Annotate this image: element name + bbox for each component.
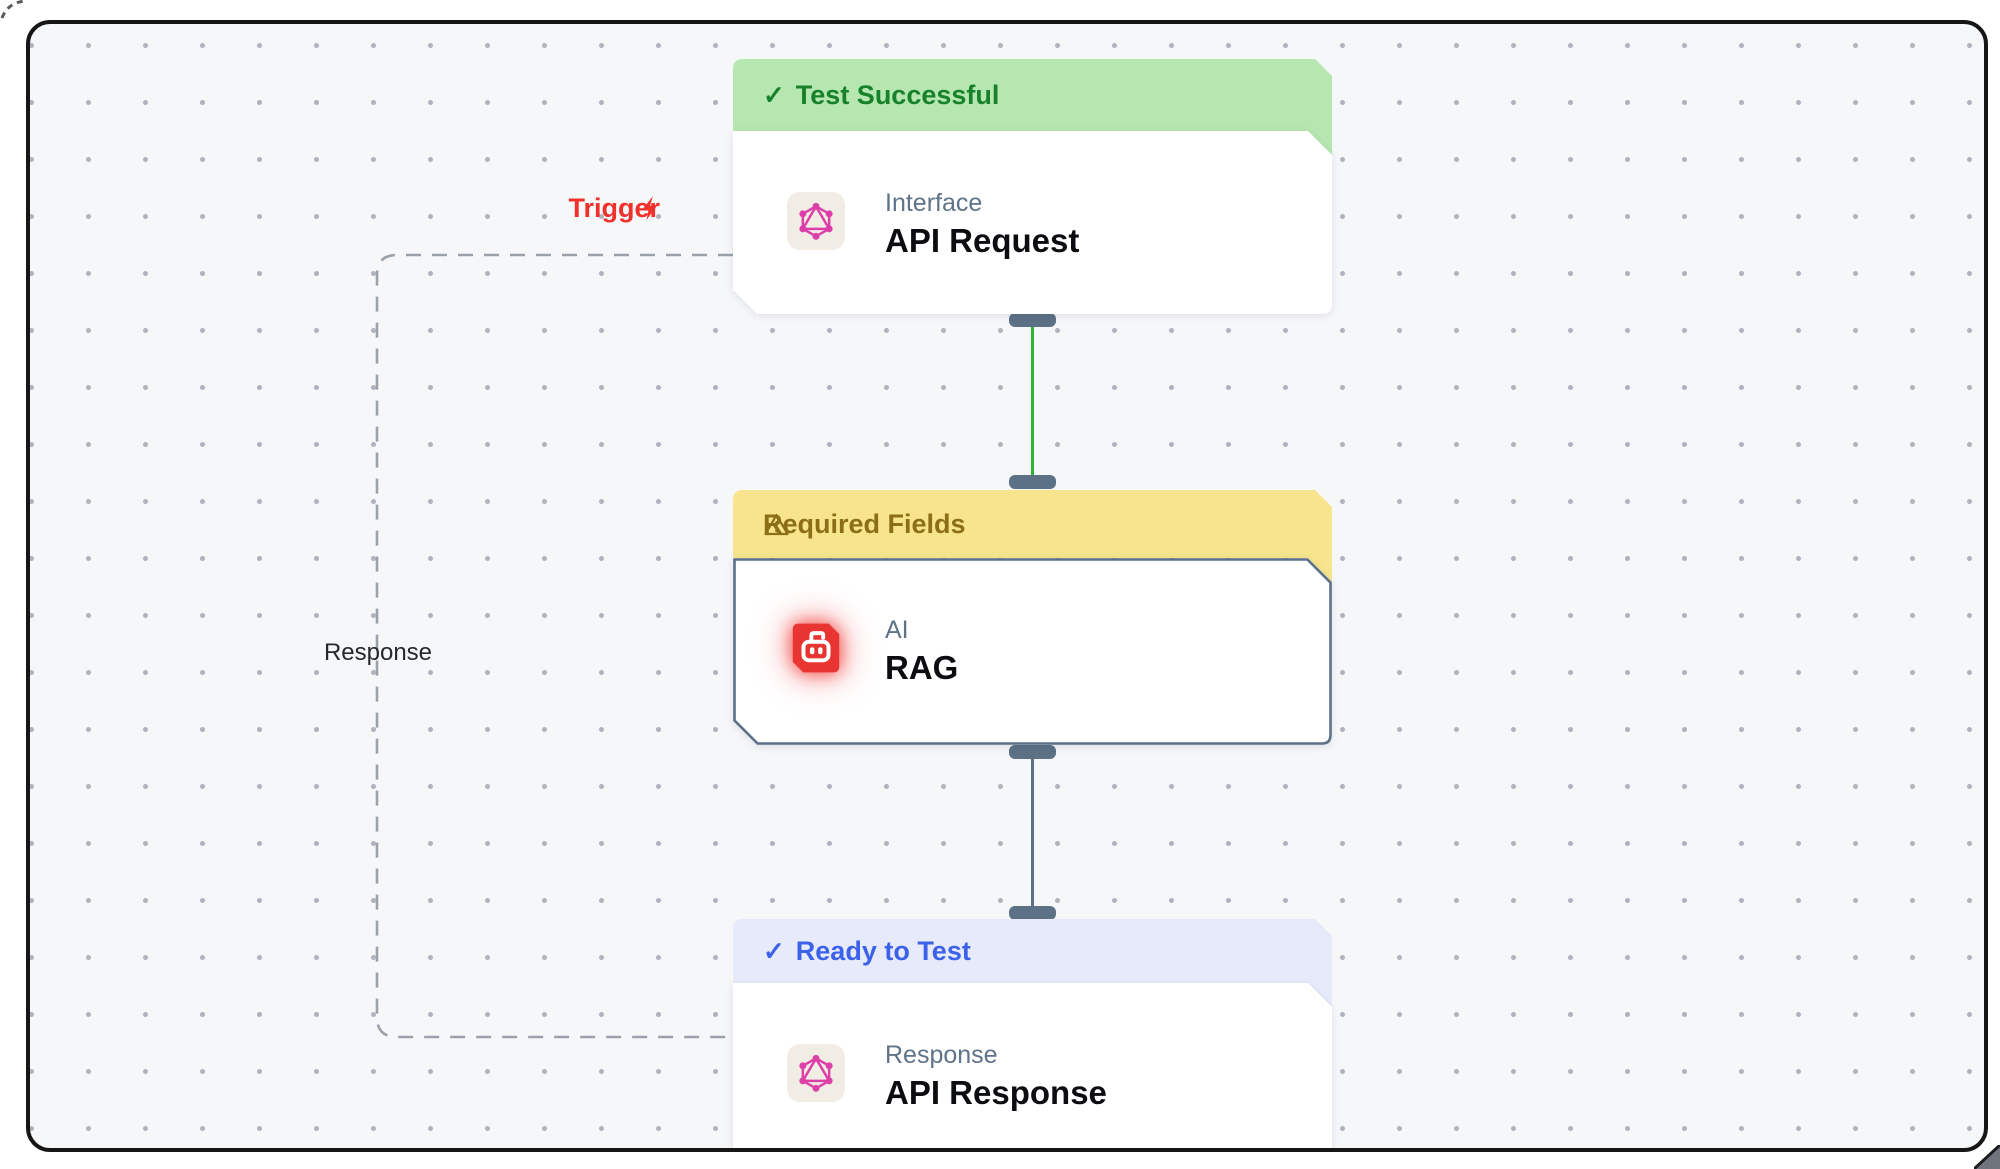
input-handle-api-response[interactable]: [1009, 906, 1056, 920]
check-icon: ✓: [763, 80, 785, 110]
node-type-label: Response: [885, 1041, 998, 1069]
robot-icon: [792, 623, 840, 673]
status-text: Test Successful: [795, 79, 1000, 110]
output-handle-rag[interactable]: [1009, 745, 1056, 759]
node-card-shape: [733, 983, 1332, 1148]
screen-corner-artifact: [1974, 1145, 2000, 1169]
node-title: RAG: [885, 649, 959, 686]
graphql-icon: [799, 202, 833, 240]
response-edge-label: Response: [298, 637, 458, 669]
node-api-request[interactable]: Interface API Request: [733, 131, 1332, 314]
status-banner-ready-to-test[interactable]: ✓ Ready to Test: [733, 919, 1332, 1007]
trigger-label-text: Trigger: [568, 192, 660, 223]
node-rag[interactable]: AI RAG: [733, 558, 1332, 745]
check-icon: ✓: [763, 936, 785, 966]
node-title: API Request: [885, 222, 1080, 259]
response-label-text: Response: [323, 639, 433, 666]
node-card-shape: [733, 131, 1332, 314]
flow-canvas[interactable]: Trigger Response ✓ Test Successful: [26, 20, 1988, 1152]
node-title: API Response: [885, 1074, 1107, 1111]
status-banner-required-fields[interactable]: Required Fields: [733, 490, 1332, 582]
lightning-bolt-icon: [642, 196, 657, 220]
status-text: Ready to Test: [795, 935, 971, 966]
node-type-label: Interface: [885, 189, 983, 217]
node-type-label: AI: [885, 616, 909, 644]
node-card-shape: [733, 558, 1332, 745]
node-icon-tile: [787, 1044, 845, 1102]
output-handle-api-request[interactable]: [1009, 313, 1056, 327]
input-handle-rag[interactable]: [1009, 475, 1056, 489]
status-text: Required Fields: [763, 508, 966, 539]
screen-corner-artifact: [0, 0, 27, 19]
node-icon-tile: [787, 192, 845, 250]
node-api-response[interactable]: Response API Response: [733, 983, 1332, 1148]
banner-shape: [733, 490, 1332, 582]
node-icon-tile: [787, 619, 845, 677]
edge-rag-to-api-response[interactable]: [1031, 754, 1034, 909]
banner-shape: [733, 919, 1332, 1007]
edge-api-request-to-rag[interactable]: [1031, 321, 1034, 479]
response-dashed-edge[interactable]: [30, 24, 1984, 1148]
warning-icon: [764, 513, 789, 535]
trigger-edge-label: Trigger: [490, 192, 660, 224]
graphql-icon: [799, 1054, 833, 1092]
